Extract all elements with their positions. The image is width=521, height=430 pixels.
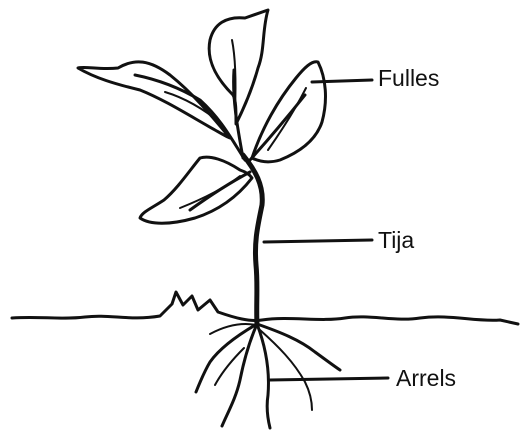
leaf-stalk-left [135,75,245,160]
label-stem: Tija [378,227,414,253]
leaf-top [209,10,268,124]
leaf-lower-vein [180,176,240,208]
label-roots: Arrels [396,365,456,391]
leader-line-roots [270,378,388,380]
leader-line-stem [264,240,372,242]
leaf-lower [140,157,252,223]
label-leaves: Fulles [378,65,439,91]
root [257,324,270,428]
stem [243,155,262,325]
roots [196,324,340,428]
root [196,324,257,392]
leaf-left [78,62,230,138]
leader-line-leaves [312,80,372,82]
root [257,324,340,370]
root [222,324,257,426]
ground-line [12,292,518,324]
